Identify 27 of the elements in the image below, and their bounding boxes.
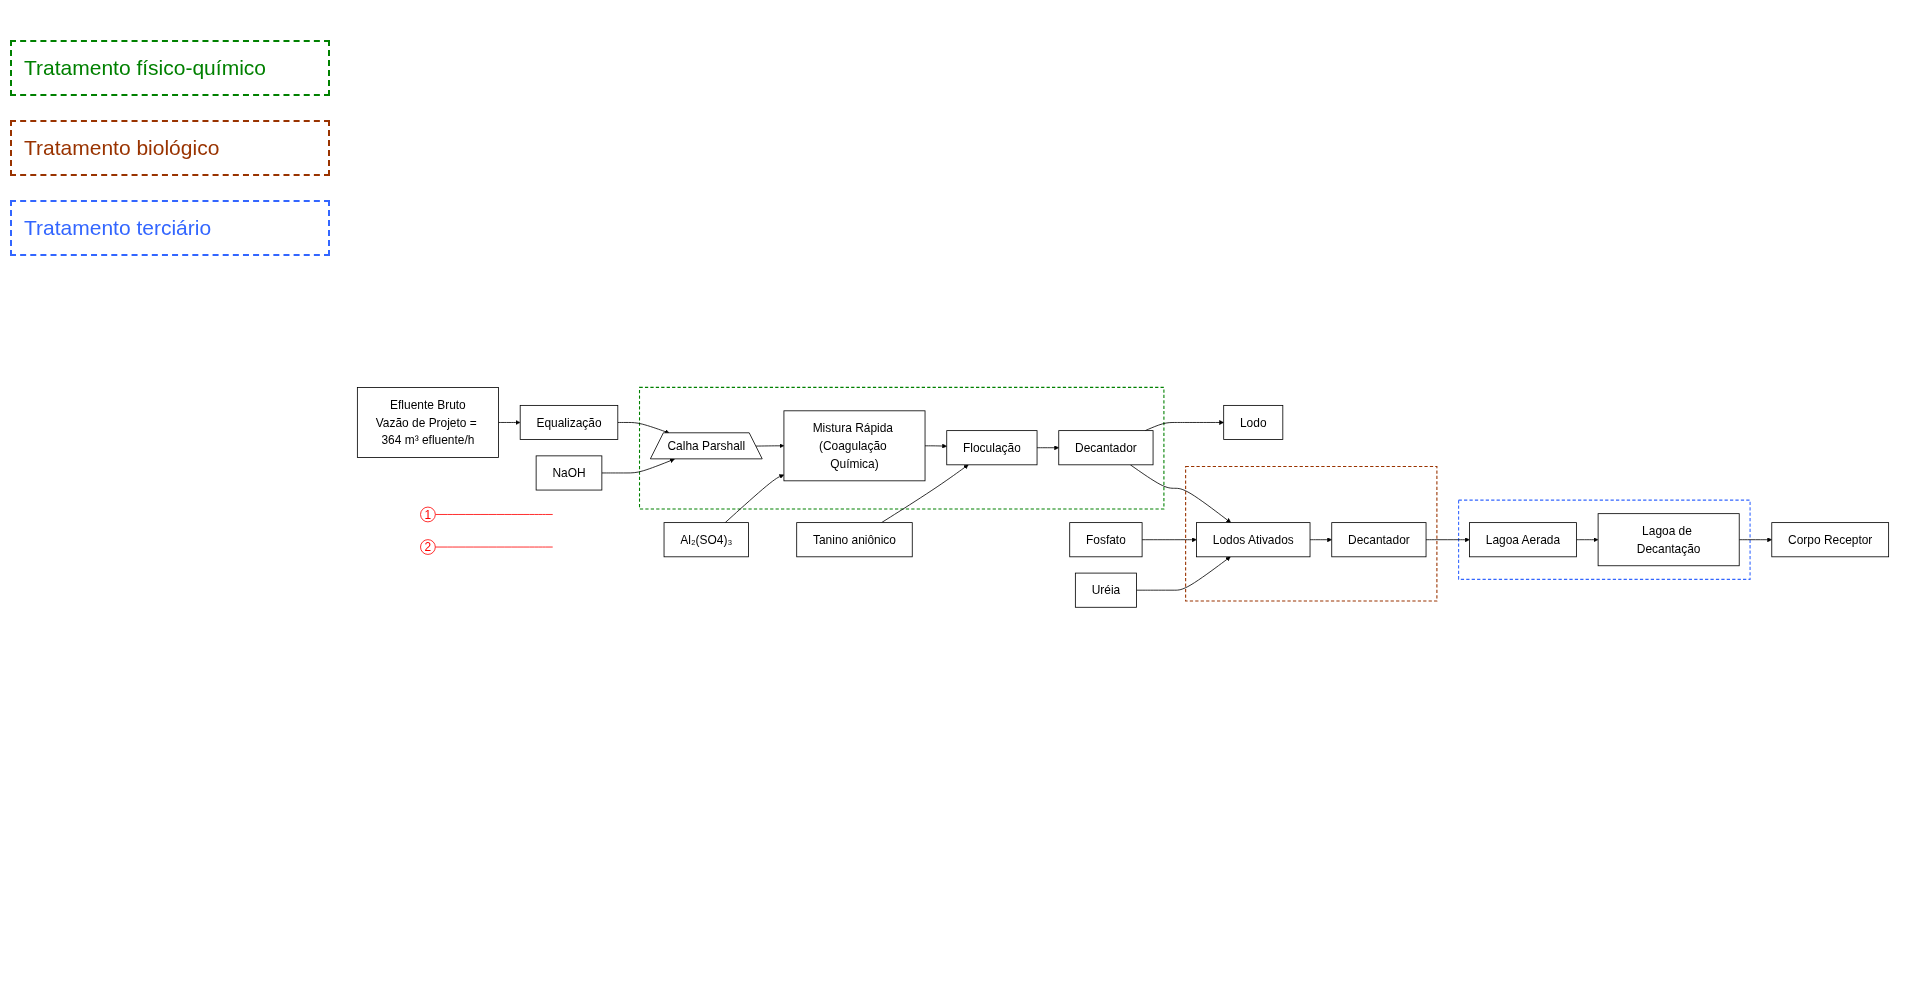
cluster	[1185, 466, 1438, 602]
node-box	[1771, 522, 1890, 558]
node-box	[356, 387, 499, 459]
node-box	[796, 522, 913, 558]
node-box	[1196, 522, 1311, 558]
legend-entry: Tratamento terciário	[10, 200, 330, 256]
cluster	[1458, 499, 1751, 581]
node-box	[1058, 430, 1154, 466]
node-box	[663, 522, 749, 558]
node-box	[1331, 522, 1427, 558]
node-box	[1074, 572, 1137, 608]
node-box	[1223, 405, 1284, 441]
node-box	[1597, 513, 1740, 567]
node-circle	[420, 506, 436, 523]
node-box	[946, 430, 1038, 466]
node-circle	[420, 539, 436, 556]
node-box	[535, 455, 603, 491]
node-box	[519, 405, 619, 441]
connector	[434, 546, 554, 548]
node-box	[1469, 522, 1577, 558]
node-box	[783, 410, 926, 482]
legend-entry: Tratamento biológico	[10, 120, 330, 176]
legend-entry: Tratamento físico-químico	[10, 40, 330, 96]
cluster	[638, 387, 1165, 510]
connector	[434, 514, 554, 516]
flow-diagram: 1 2 Calha Parshall Mistura Rápida (Coagulação Química) Floculação Decantador Fosfato Uréia Equalização NaOH Al₂(SO4)₃ Lodos Ativados Decantador Lagoa Aerada Lagoa de Decantação Efluente Bruto Vazão de Projeto = 364 m³ efluente/h Tanino aniônico Lodo Corpo Receptor	[353, 383, 1893, 612]
node-box	[1069, 522, 1143, 558]
